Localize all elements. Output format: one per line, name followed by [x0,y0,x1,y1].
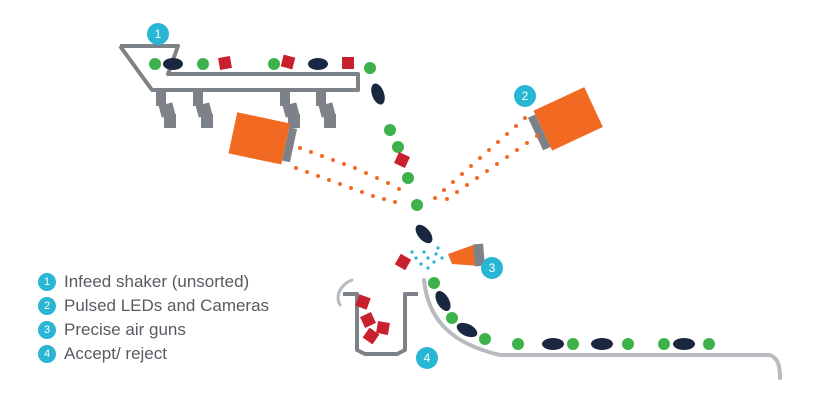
legend-label: Accept/ reject [64,344,167,363]
red-item [218,56,232,70]
legend-label: Pulsed LEDs and Cameras [64,296,270,315]
green-item [658,338,670,350]
accept-chute [422,277,782,380]
shaker-foot [164,114,176,128]
camera-lens [527,114,551,151]
green-item [392,141,404,153]
shaker-legs [156,90,336,128]
red-item [376,321,390,335]
navy-item [163,58,183,70]
green-item [149,58,161,70]
camera-right [433,87,603,201]
red-item [394,152,410,168]
green-item [512,338,524,350]
shaker-leg [280,90,290,106]
red-item [394,253,412,271]
green-item [428,277,440,289]
legend-item: 1 Infeed shaker (unsorted) [38,270,269,294]
badge-1: 1 [147,23,169,45]
reject-chute [336,278,354,307]
legend-badge: 2 [38,297,56,315]
legend-badge: 1 [38,273,56,291]
navy-item [456,322,478,338]
reject-bin [336,278,418,356]
green-item [268,58,280,70]
falling-items [371,83,433,271]
navy-item [542,338,564,350]
legend-item: 2 Pulsed LEDs and Cameras [38,294,269,318]
air-gun-nozzle [448,244,480,266]
air-gun [410,243,485,270]
badge-2: 2 [514,85,536,107]
legend: 1 Infeed shaker (unsorted) 2 Pulsed LEDs… [38,270,269,366]
legend-label: Precise air guns [64,320,186,339]
legend-badge: 3 [38,321,56,339]
legend-item: 3 Precise air guns [38,318,269,342]
shaker-leg [193,90,203,106]
green-item [197,58,209,70]
red-item [362,327,380,345]
badge-1-number: 1 [155,27,162,41]
shaker-tray-outline [118,44,360,92]
green-item [703,338,715,350]
green-item [622,338,634,350]
air-gun-cap [473,243,485,267]
camera-body [533,87,603,151]
badge-3: 3 [481,257,503,279]
shaker-foot [324,114,336,128]
navy-item [435,291,451,311]
shaker-foot [201,114,213,128]
green-item [446,312,458,324]
shaker-spring [158,102,176,118]
navy-item [371,83,385,105]
green-item [567,338,579,350]
light-beam-left [294,146,401,204]
red-item [355,294,371,310]
badge-4: 4 [416,347,438,369]
light-beam-right [433,116,539,201]
legend-badge: 4 [38,345,56,363]
legend-label: Infeed shaker (unsorted) [64,272,250,291]
navy-item [308,58,328,70]
green-item [402,172,414,184]
badge-4-number: 4 [424,351,431,365]
air-jet [410,246,444,270]
accept-chute-line [422,278,782,380]
green-item [479,333,491,345]
infeed-shaker [118,44,360,128]
navy-item [673,338,695,350]
camera-body [228,112,291,165]
camera-lens [282,127,298,163]
red-item [342,57,354,69]
red-item [280,54,296,70]
camera-left [228,112,401,204]
red-item [360,312,376,328]
shaker-items [149,54,376,74]
navy-item [415,224,433,244]
badge-2-number: 2 [522,89,529,103]
green-item [384,124,396,136]
green-item [411,199,423,211]
shaker-spring [318,102,336,118]
green-item [364,62,376,74]
shaker-leg [316,90,326,106]
shaker-foot [288,114,300,128]
navy-item [591,338,613,350]
shaker-leg [156,90,166,106]
badge-3-number: 3 [489,261,496,275]
shaker-spring [282,102,300,118]
legend-item: 4 Accept/ reject [38,342,269,366]
shaker-spring [195,102,213,118]
